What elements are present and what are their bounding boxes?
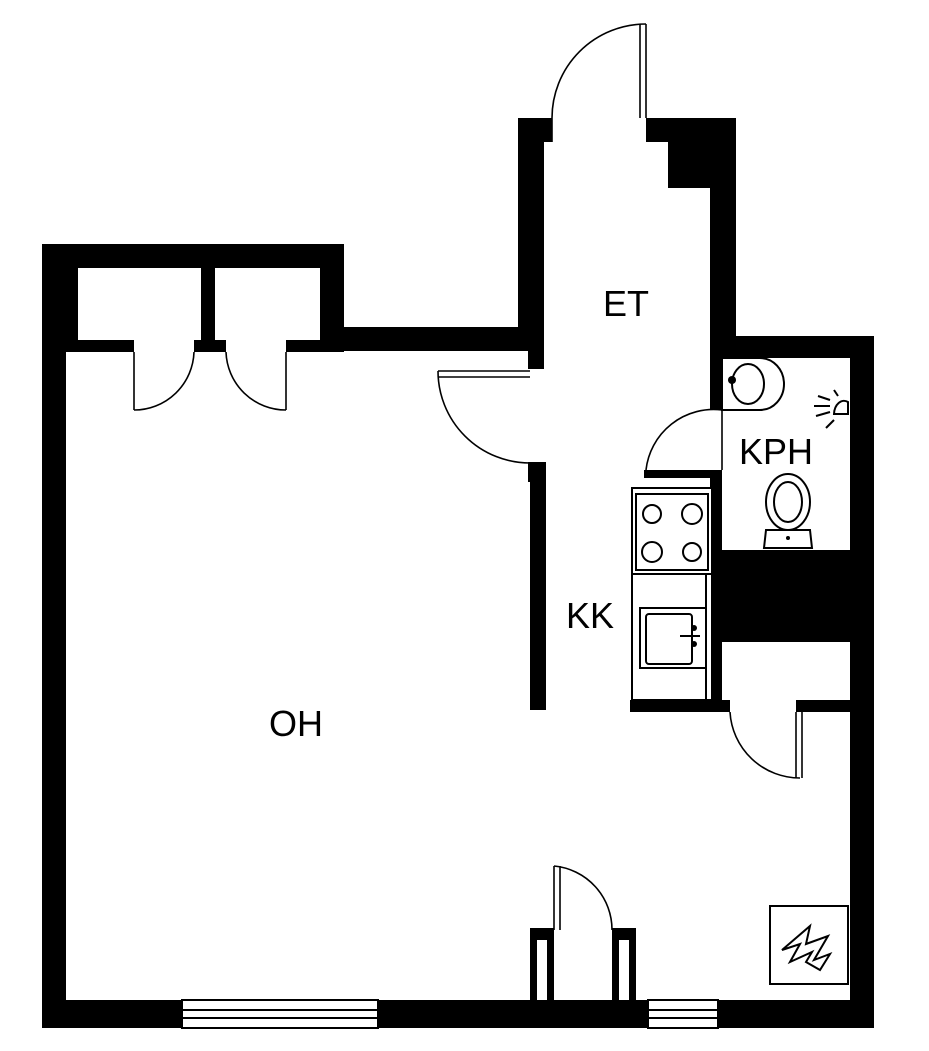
doors [133,23,803,931]
storage-door [729,711,803,779]
room-label-kph: KPH [739,431,813,472]
room-label-oh: OH [269,703,323,744]
wall-right [850,336,874,1028]
wall-living-top [320,327,544,351]
wall-hall-right [710,118,736,358]
wall-closet-left-jamb [66,268,78,352]
closet-door-left [133,351,195,411]
entrance-door [551,23,647,142]
washbasin-icon [721,357,785,411]
wall-hall-left-stub [528,351,544,369]
wall-bath-top [710,336,874,358]
wall-bath-threshold [644,470,722,478]
wall-hall-left [518,118,544,351]
wall-shaft [710,550,874,642]
wall-bottom-right [718,1000,874,1028]
room-label-et: ET [603,283,649,324]
wall-storage-bottom-right [796,700,874,712]
bathroom-door [645,408,723,471]
wall-left [42,244,66,1028]
closet-door-right [225,351,287,411]
shower-icon [814,389,849,429]
wall-entrance-left [518,118,552,142]
wall-bottom-left [42,1000,182,1028]
wall-kitchen-partition [530,462,546,710]
wall-bottom-mid [378,1000,648,1028]
window-icon [181,999,719,1029]
wall-closets-top [42,244,344,268]
wall-closets-bottom [42,340,134,352]
wall-bath-left [710,358,722,410]
balcony-door [553,865,613,931]
wall-kitchen-bottom [630,700,730,712]
sink-icon [639,607,707,669]
wall-hall-right-block [668,140,710,188]
living-door [437,370,531,464]
walls [42,118,874,1028]
electrical-panel-icon [769,905,849,985]
stove-icon [631,487,713,575]
room-label-kk: KK [566,595,614,636]
wall-closet-divider [201,268,215,352]
toilet-icon [762,473,814,549]
